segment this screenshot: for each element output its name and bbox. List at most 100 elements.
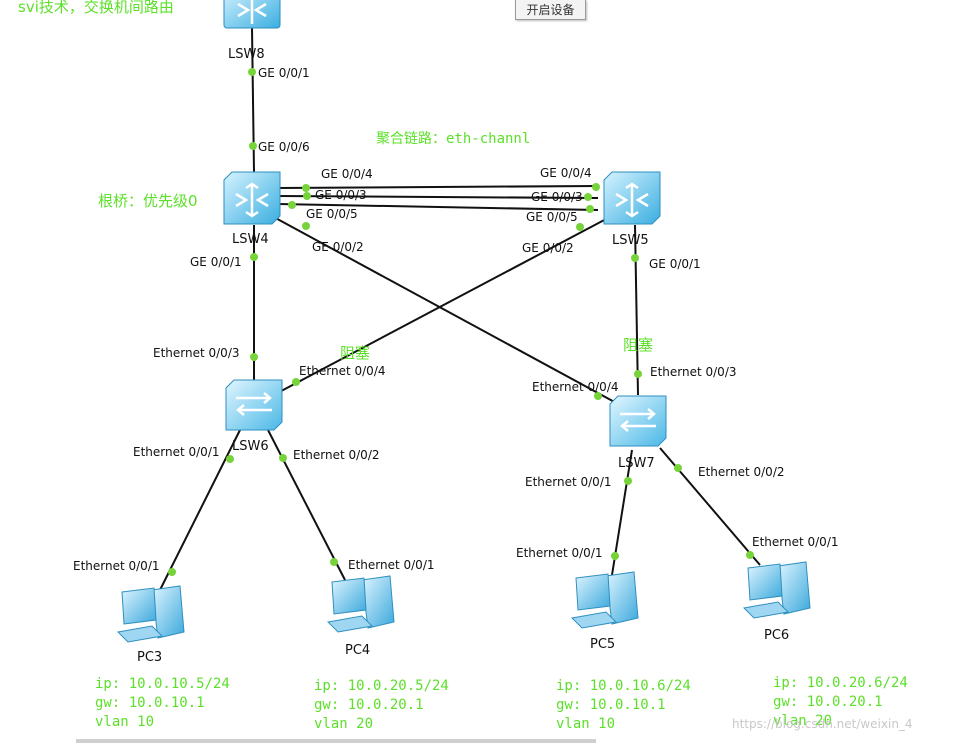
port-dot [631, 254, 639, 262]
pc-tower-icon [361, 575, 395, 629]
l3-switch-arrows-icon [615, 182, 649, 218]
keyboard-icon [326, 615, 374, 633]
note-eth-channel: 聚合链路：eth-channl [376, 131, 530, 147]
port-label: Ethernet 0/0/4 [299, 364, 386, 378]
l3-switch-arrows-icon [237, 0, 267, 24]
l2-switch-icon [609, 395, 667, 447]
device-label-pc6: PC6 [764, 628, 789, 643]
pc3-vlan: vlan 10 [95, 714, 154, 730]
switch-lsw7[interactable] [609, 395, 667, 447]
port-label: Ethernet 0/0/3 [153, 346, 240, 360]
device-label-lsw6: LSW6 [232, 439, 269, 454]
pc5-ip: ip: 10.0.10.6/24 [556, 678, 691, 694]
port-dot [584, 193, 592, 201]
device-label-lsw4: LSW4 [232, 232, 269, 247]
pc3-ip: ip: 10.0.10.5/24 [95, 676, 230, 692]
pc-pc6[interactable] [742, 561, 811, 619]
port-dot [288, 201, 296, 209]
port-dot [592, 183, 600, 191]
note-blocked-lsw6: 阻塞 [340, 344, 370, 362]
links [159, 27, 761, 591]
port-label: Ethernet 0/0/3 [650, 365, 737, 379]
port-label: Ethernet 0/0/1 [516, 546, 603, 560]
monitor-icon [747, 563, 783, 601]
pc5-gw: gw: 10.0.10.1 [556, 697, 666, 713]
switch-lsw4[interactable] [223, 171, 281, 225]
port-dot [586, 205, 594, 213]
device-label-pc4: PC4 [345, 643, 370, 658]
port-label: Ethernet 0/0/2 [293, 448, 380, 462]
keyboard-icon [742, 601, 790, 619]
port-dot [303, 192, 311, 200]
port-dot [249, 142, 257, 150]
pc-tower-icon [777, 561, 811, 615]
switch-lsw5[interactable] [603, 171, 661, 225]
port-dot [302, 184, 310, 192]
port-label: GE 0/0/1 [649, 257, 701, 271]
l2-switch-icon [225, 379, 283, 431]
port-label: GE 0/0/2 [522, 241, 574, 255]
link-lsw5-lsw6[interactable] [267, 217, 609, 399]
port-dot [746, 551, 754, 559]
pc4-ip: ip: 10.0.20.5/24 [314, 678, 449, 694]
link-lsw4-lsw5-ge003[interactable] [277, 195, 599, 199]
port-dot [226, 455, 234, 463]
switch-lsw6[interactable] [225, 379, 283, 431]
link-lsw4-lsw5-ge004[interactable] [277, 185, 599, 189]
port-dot [594, 392, 602, 400]
port-label: GE 0/0/1 [190, 255, 242, 269]
pc6-ip: ip: 10.0.20.6/24 [773, 675, 908, 691]
port-label: GE 0/0/5 [526, 210, 578, 224]
port-dot [279, 454, 287, 462]
port-label: Ethernet 0/0/2 [698, 465, 785, 479]
pc5-info: ip: 10.0.10.6/24 gw: 10.0.10.1 vlan 10 [556, 678, 691, 732]
link-lsw6-pc3[interactable] [159, 429, 241, 591]
pc-pc5[interactable] [570, 571, 639, 629]
port-dot [330, 558, 338, 566]
pc4-vlan: vlan 20 [314, 716, 373, 732]
l3-switch-arrows-icon [235, 182, 269, 218]
pc5-vlan: vlan 10 [556, 716, 615, 732]
port-dot [576, 223, 584, 231]
diagram-title: svi技术，交换机间路由 [18, 0, 174, 16]
port-dot [674, 464, 682, 472]
link-lsw4-lsw5-ge005[interactable] [277, 203, 599, 211]
port-dot [250, 353, 258, 361]
device-label-lsw7: LSW7 [618, 456, 655, 471]
port-label: GE 0/0/2 [312, 240, 364, 254]
port-label: GE 0/0/1 [258, 66, 310, 80]
note-root-bridge: 根桥：优先级0 [98, 192, 198, 210]
port-label: GE 0/0/4 [540, 166, 592, 180]
device-label-pc5: PC5 [590, 637, 615, 652]
port-dot [248, 68, 256, 76]
port-dot [250, 253, 258, 261]
port-label: GE 0/0/5 [306, 207, 358, 221]
device-label-lsw5: LSW5 [612, 233, 649, 248]
pc-tower-icon [605, 571, 639, 625]
port-dots [168, 68, 754, 576]
link-lsw5-lsw7[interactable] [634, 224, 639, 396]
port-label: GE 0/0/6 [258, 140, 310, 154]
port-dot [292, 378, 300, 386]
device-label-pc3: PC3 [137, 650, 162, 665]
l2-switch-arrows-icon [236, 392, 272, 416]
switch-lsw8[interactable] [223, 0, 281, 29]
port-dot [302, 222, 310, 230]
start-devices-button[interactable]: 开启设备 [515, 0, 586, 20]
horizontal-scrollbar[interactable] [76, 739, 596, 743]
port-dot [168, 568, 176, 576]
port-label: Ethernet 0/0/1 [73, 559, 160, 573]
keyboard-icon [570, 611, 618, 629]
pc-pc4[interactable] [326, 575, 395, 633]
pc-pc3[interactable] [116, 585, 185, 643]
link-lsw4-lsw7[interactable] [269, 214, 621, 406]
l2-switch-arrows-icon [620, 408, 656, 432]
port-dot [634, 370, 642, 378]
keyboard-icon [116, 625, 164, 643]
port-label: Ethernet 0/0/1 [525, 475, 612, 489]
port-label: GE 0/0/3 [531, 190, 583, 204]
pc3-gw: gw: 10.0.10.1 [95, 695, 205, 711]
port-dot [611, 552, 619, 560]
pc6-gw: gw: 10.0.20.1 [773, 694, 883, 710]
